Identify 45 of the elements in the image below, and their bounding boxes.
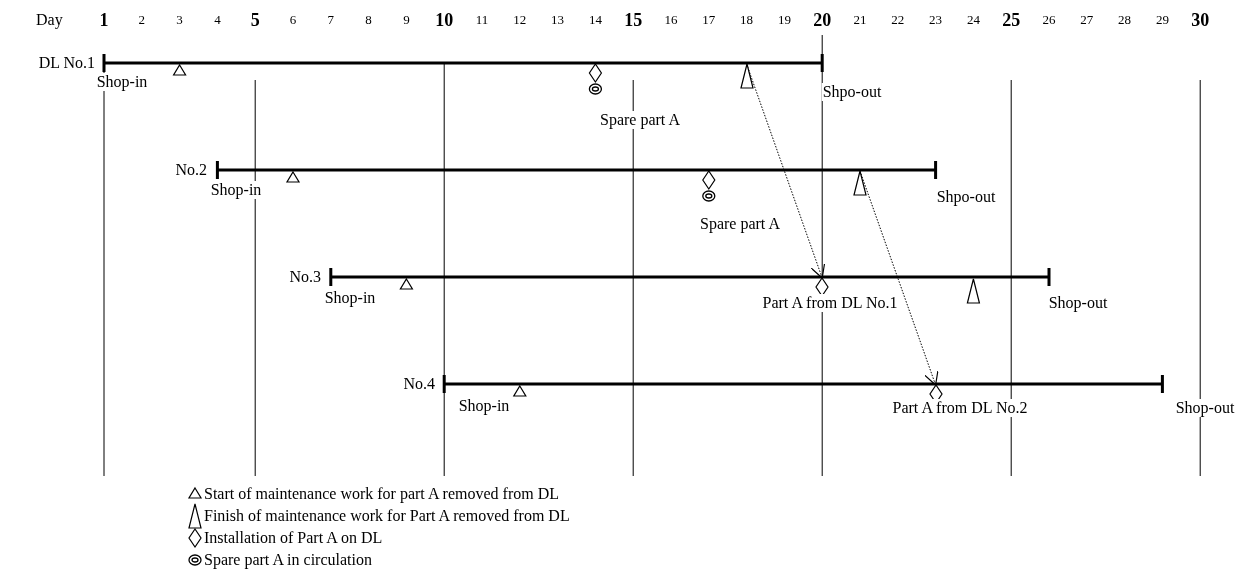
day-number: 11	[474, 11, 490, 29]
day-number: 29	[1154, 11, 1170, 29]
day-number: 25	[1001, 11, 1022, 29]
day-number: 5	[249, 11, 261, 29]
event-label: Spare part A	[699, 215, 781, 233]
day-number: 20	[812, 11, 833, 29]
day-number: 16	[663, 11, 679, 29]
event-label: Spare part A	[599, 111, 681, 129]
event-label: Shop-in	[323, 289, 377, 307]
tall-triangle-marker	[739, 64, 754, 88]
tall-triangle-marker	[853, 171, 867, 195]
day-number: 9	[402, 11, 411, 29]
day-number: 30	[1190, 11, 1211, 29]
day-number: 13	[550, 11, 566, 29]
axis-title: Day	[35, 11, 64, 29]
day-number: 19	[776, 11, 792, 29]
event-label: Shop-in	[457, 397, 511, 415]
day-number: 7	[326, 11, 336, 29]
day-number: 22	[890, 11, 906, 29]
day-number: 3	[175, 11, 184, 29]
day-number: 2	[137, 11, 147, 29]
event-label: Shpo-out	[821, 83, 883, 101]
day-number: 17	[701, 11, 717, 29]
day-number: 26	[1041, 11, 1057, 29]
event-label: Shop-out	[1174, 399, 1236, 417]
day-number: 4	[213, 11, 222, 29]
day-number: 28	[1117, 11, 1133, 29]
day-number: 24	[965, 11, 981, 29]
event-label: Shop-out	[1047, 294, 1109, 312]
day-number: 10	[434, 11, 455, 29]
day-number: 14	[587, 11, 603, 29]
day-number: 15	[623, 11, 644, 29]
legend-text: Spare part A in circulation	[203, 551, 373, 569]
day-number: 18	[739, 11, 755, 29]
day-number: 8	[364, 11, 373, 29]
event-label: Shop-in	[209, 181, 263, 199]
day-number: 6	[288, 11, 298, 29]
day-number: 27	[1079, 11, 1095, 29]
event-label: Shpo-out	[935, 188, 997, 206]
event-label: Shop-in	[95, 73, 149, 91]
diamond-marker	[815, 278, 830, 296]
day-number: 23	[928, 11, 944, 29]
day-number: 21	[852, 11, 868, 29]
day-number: 12	[512, 11, 528, 29]
day-number: 1	[98, 11, 110, 29]
